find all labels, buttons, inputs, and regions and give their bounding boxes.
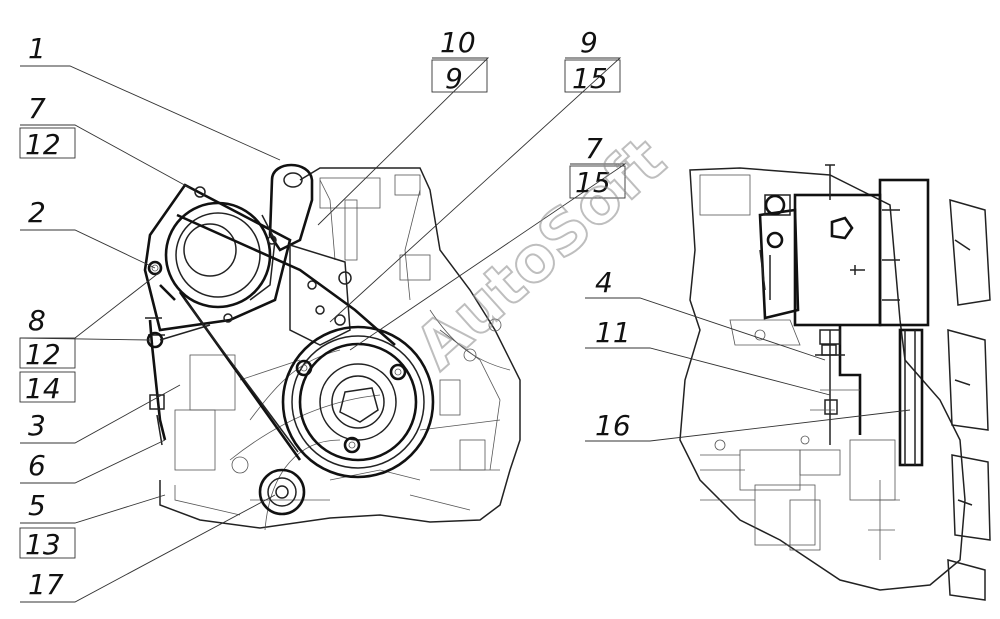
callout-4: 4 <box>595 266 613 299</box>
callout-3: 3 <box>28 409 46 442</box>
left-callouts: 1 7 12 2 8 12 14 3 6 5 13 17 <box>19 26 627 603</box>
callout-1: 1 <box>28 32 46 65</box>
right-engine-details <box>699 174 900 560</box>
callout-14: 14 <box>25 372 61 405</box>
drive-belt <box>159 213 396 461</box>
callout-12-mid: 12 <box>25 338 61 371</box>
alternator-side <box>758 164 930 327</box>
bracket-bolt <box>147 260 163 276</box>
mount-plate <box>289 243 351 346</box>
callout-15-top: 15 <box>572 62 608 95</box>
tension-rod-right <box>815 325 862 445</box>
callout-12-top: 12 <box>25 128 61 161</box>
callout-15-mid: 15 <box>575 166 611 199</box>
tensioner-rod <box>145 317 211 446</box>
engine-block-inner <box>174 179 501 516</box>
callout-5: 5 <box>28 489 46 522</box>
alternator <box>164 186 277 323</box>
right-view: 4 11 16 <box>585 164 991 601</box>
fan-blades <box>947 198 991 601</box>
callout-6: 6 <box>28 449 46 482</box>
crankshaft-pulley <box>281 325 435 479</box>
left-view: 1 7 12 2 8 12 14 3 6 5 13 17 <box>19 26 627 603</box>
callout-13: 13 <box>25 528 61 561</box>
pulley-side <box>898 328 924 467</box>
lug-hole <box>283 172 303 188</box>
callout-11: 11 <box>595 316 631 349</box>
callout-7-left: 7 <box>28 92 46 125</box>
right-callouts: 4 11 16 <box>585 266 911 442</box>
callout-9-left: 9 <box>445 62 463 95</box>
callout-8: 8 <box>28 304 46 337</box>
callout-7-right: 7 <box>585 132 603 165</box>
callout-2: 2 <box>28 196 46 229</box>
engine-details <box>174 174 502 511</box>
callout-10: 10 <box>440 26 476 59</box>
bracket-lug-1 <box>268 163 314 252</box>
callout-16: 16 <box>595 409 631 442</box>
idler-pulley <box>258 468 306 516</box>
engine-block-outline <box>159 167 521 529</box>
callout-9-right: 9 <box>580 26 598 59</box>
callout-17: 17 <box>28 568 64 601</box>
alternator-bracket <box>143 183 292 332</box>
